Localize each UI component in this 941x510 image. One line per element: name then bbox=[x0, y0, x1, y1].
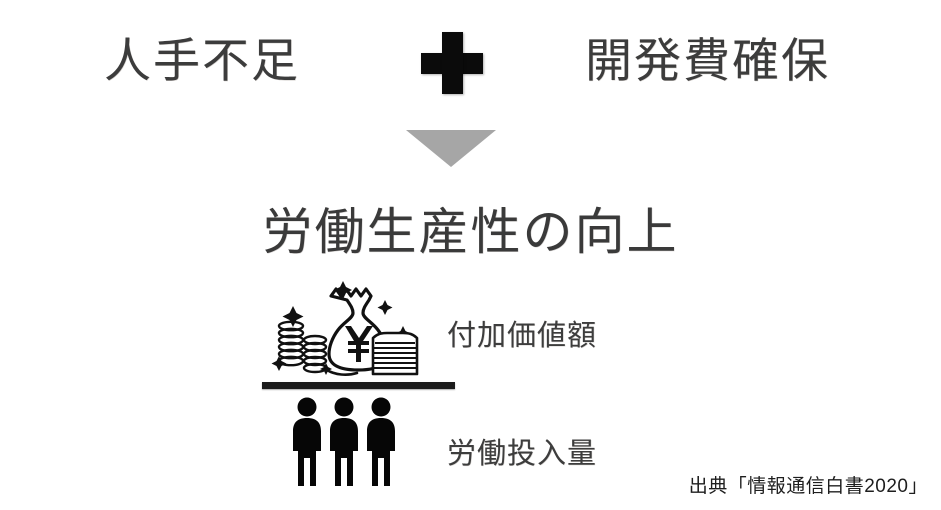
denominator-label-labor-input: 労働投入量 bbox=[447, 438, 598, 470]
money-bag-coins-icon bbox=[269, 278, 437, 378]
fraction-divider-bar bbox=[262, 382, 455, 389]
three-people-icon bbox=[289, 396, 401, 488]
triangle-down-icon bbox=[406, 130, 496, 167]
source-citation: 出典「情報通信白書2020」 bbox=[688, 476, 928, 497]
term-labor-shortage: 人手不足 bbox=[104, 34, 300, 87]
plus-icon bbox=[421, 32, 483, 94]
page-title: 労働生産性の向上 bbox=[262, 204, 679, 260]
numerator-label-added-value: 付加価値額 bbox=[447, 320, 598, 352]
plus-icon-vertical-bar bbox=[442, 32, 463, 94]
top-equation-row: 人手不足 開発費確保 bbox=[0, 16, 941, 106]
productivity-fraction: 付加価値額 労働投入量 bbox=[255, 272, 675, 492]
term-development-funding: 開発費確保 bbox=[585, 34, 830, 87]
